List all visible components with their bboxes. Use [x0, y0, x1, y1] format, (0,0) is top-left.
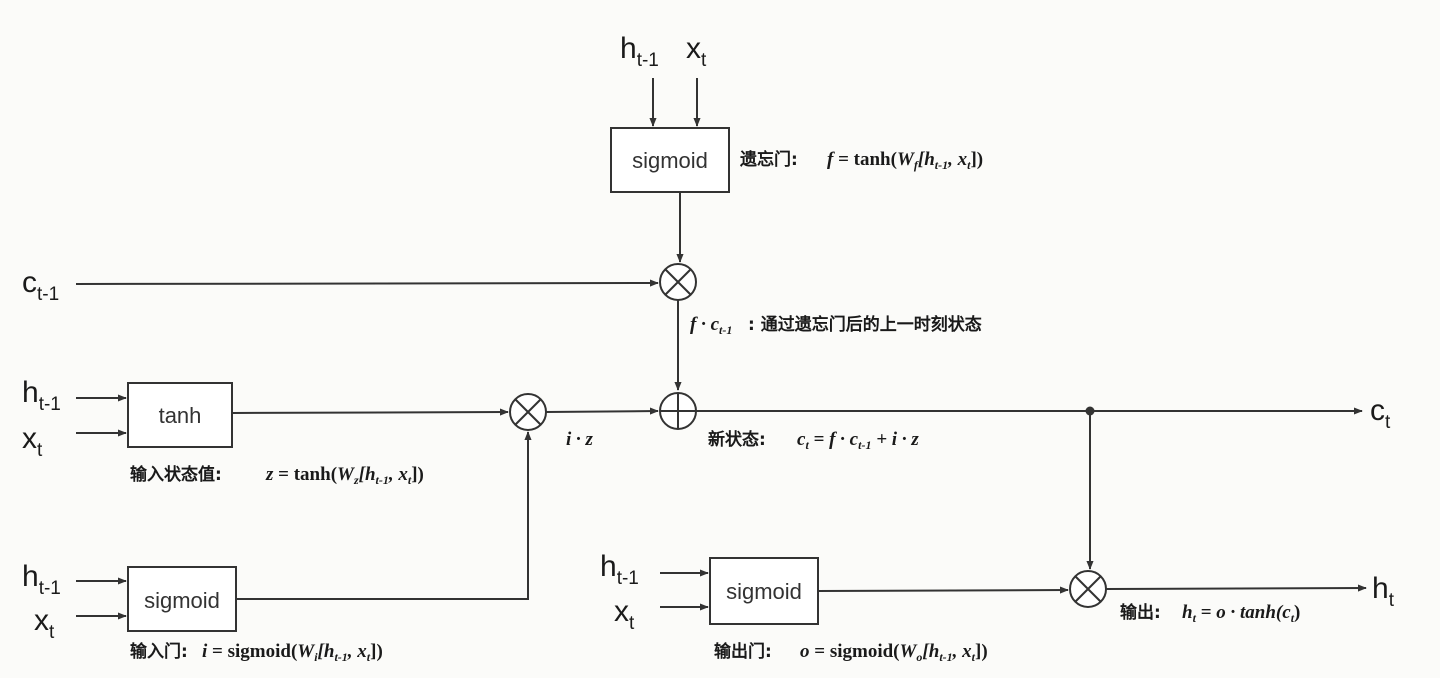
output-multiply-op [1069, 570, 1107, 608]
input-state-equation: z = tanh(Wz[ht-1, xt]) [265, 464, 424, 487]
input-gate-box: sigmoid [127, 566, 237, 632]
output-gate-x: xt [614, 595, 635, 634]
output-gate-label: sigmoid [726, 579, 802, 604]
forget-multiply-op [659, 263, 697, 301]
arrow-output-gate-to-mult [817, 586, 1069, 594]
iz-label: i · z [566, 429, 594, 450]
new-state-equation: ct = f · ct-1 + i · z [797, 429, 919, 452]
output-gate-h-prev: ht-1 [600, 550, 639, 589]
arrow-tanh-to-mult [231, 408, 509, 416]
input-multiply-op [509, 393, 547, 431]
input-gate-h-prev: ht-1 [22, 560, 61, 599]
forgotten-state-equation: f · ct-1 [690, 314, 732, 337]
forget-input-h-prev: ht-1 [620, 32, 659, 71]
input-gate-equation: i = sigmoid(Wi[ht-1, xt]) [202, 641, 383, 664]
cell-state-prev: ct-1 [22, 266, 59, 305]
input-state-caption: 输入状态值: [130, 464, 222, 485]
forget-gate-equation: f = tanh(Wf[ht-1, xt]) [827, 149, 983, 172]
output-equation: ht = o · tanh(ct) [1182, 602, 1300, 625]
forget-gate-label: sigmoid [632, 148, 708, 173]
tanh-box: tanh [127, 382, 233, 448]
forget-gate-box: sigmoid [610, 127, 730, 193]
arrow-mult-to-add-iz [545, 407, 659, 415]
arrow-c-prev-to-mult [75, 279, 659, 287]
input-gate-x: xt [34, 604, 55, 643]
output-gate-equation: o = sigmoid(Wo[ht-1, xt]) [800, 641, 988, 664]
new-state-caption: 新状态: [708, 429, 766, 450]
arrow-input-gate-to-mult [236, 431, 532, 600]
input-gate-caption: 输入门: [130, 641, 188, 662]
output-caption: 输出: [1120, 602, 1161, 623]
forget-gate-caption: 遗忘门: [739, 149, 798, 170]
cell-add-op [659, 392, 697, 430]
tanh-box-label: tanh [159, 403, 202, 428]
output-gate-caption: 输出门: [714, 641, 772, 662]
hidden-state-out: ht [1372, 572, 1395, 611]
cell-state-out: ct [1370, 394, 1391, 433]
forget-input-x: xt [686, 32, 707, 71]
forgotten-state-caption: : 通过遗忘门后的上一时刻状态 [748, 314, 982, 335]
input-gate-label: sigmoid [144, 588, 220, 613]
tanh-input-x: xt [22, 422, 43, 461]
output-gate-box: sigmoid [709, 557, 819, 625]
arrow-output-mult-to-h [1105, 584, 1367, 592]
tanh-input-h-prev: ht-1 [22, 376, 61, 415]
